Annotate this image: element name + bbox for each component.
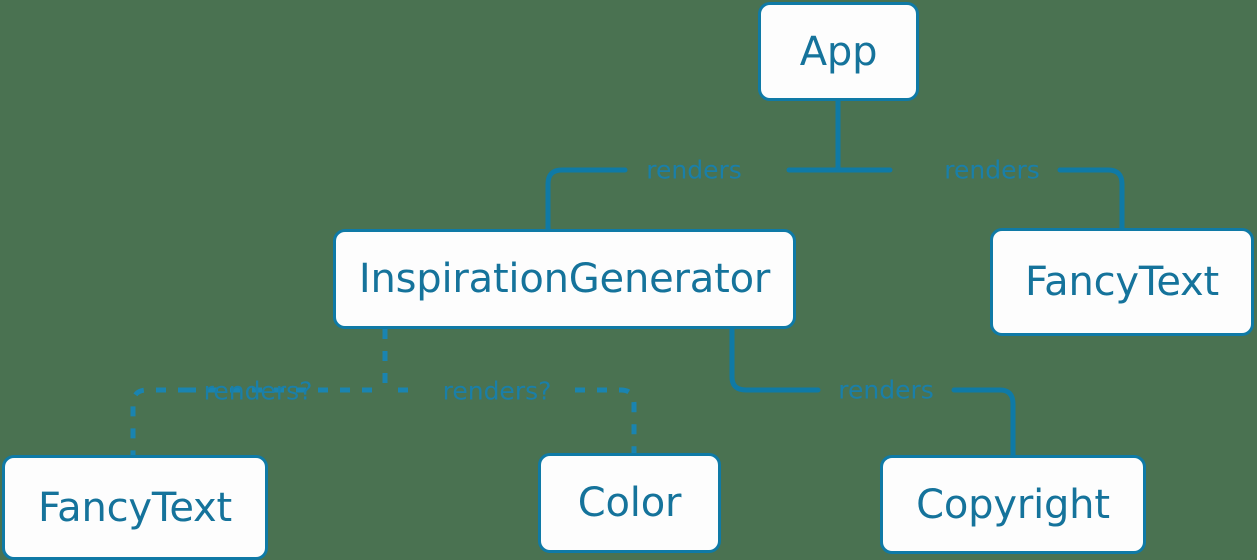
edge-label-inspirationgenerator-to-copyright: renders xyxy=(838,375,934,405)
node-fancytext-bottom[interactable]: FancyText xyxy=(2,455,268,560)
node-fancytext-right[interactable]: FancyText xyxy=(990,228,1254,336)
edge-inspirationgenerator-to-copyright-left xyxy=(729,326,821,393)
node-fancytext-bottom-label: FancyText xyxy=(38,484,232,531)
edge-label-app-to-fancytext: renders xyxy=(944,155,1040,185)
node-inspirationgenerator[interactable]: InspirationGenerator xyxy=(333,229,796,329)
node-color[interactable]: Color xyxy=(538,453,721,553)
edge-label-app-to-inspirationgenerator: renders xyxy=(646,155,742,185)
edge-inspirationgenerator-to-copyright-right xyxy=(951,387,1016,458)
node-app[interactable]: App xyxy=(758,2,919,101)
node-app-label: App xyxy=(799,28,878,75)
edge-label-inspirationgenerator-to-fancytext: renders? xyxy=(203,376,313,406)
node-color-label: Color xyxy=(577,480,682,526)
node-inspirationgenerator-label: InspirationGenerator xyxy=(358,256,771,302)
node-fancytext-right-label: FancyText xyxy=(1025,259,1219,305)
edge-inspirationgenerator-to-color-right xyxy=(575,387,637,453)
node-copyright[interactable]: Copyright xyxy=(880,455,1146,554)
edge-label-inspirationgenerator-to-color: renders? xyxy=(442,376,552,406)
edge-app-to-inspirationgenerator-right xyxy=(545,167,628,232)
edge-app-to-fancytext-right xyxy=(1057,167,1125,231)
node-copyright-label: Copyright xyxy=(916,481,1110,528)
edge-inspirationgenerator-to-fancytext-corner xyxy=(130,387,188,455)
